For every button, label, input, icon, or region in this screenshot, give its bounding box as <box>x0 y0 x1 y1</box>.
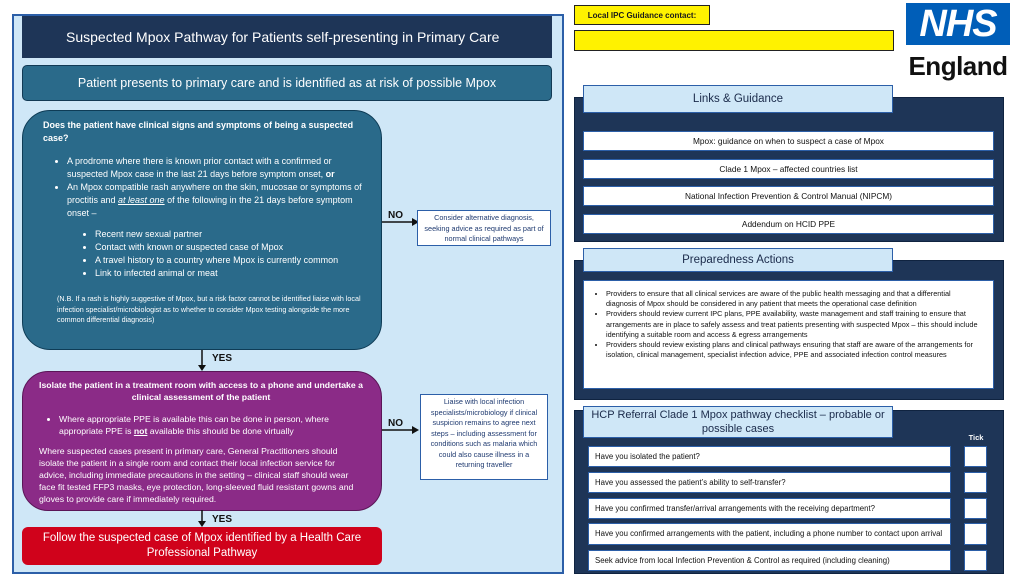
preparedness-body: Providers to ensure that all clinical se… <box>583 280 994 389</box>
criteria-rash: An Mpox compatible rash anywhere on the … <box>67 181 367 220</box>
ppe-item: Where appropriate PPE is available this … <box>59 413 363 437</box>
criteria-list: A prodrome where there is known prior co… <box>43 155 367 220</box>
risk-factor-list: Recent new sexual partner Contact with k… <box>43 228 367 280</box>
arrow-down-icon <box>198 350 206 371</box>
preparedness-list: Providers to ensure that all clinical se… <box>588 289 983 360</box>
checklist-item-self-transfer: Have you assessed the patient’s ability … <box>588 472 951 493</box>
no-label-1: NO <box>388 210 403 221</box>
ppe-text: Where appropriate PPE is available this … <box>59 414 329 436</box>
preparedness-item: Providers should review existing plans a… <box>606 340 983 360</box>
clinical-signs-question-box: Does the patient have clinical signs and… <box>22 110 382 350</box>
patient-presents-step: Patient presents to primary care and is … <box>22 65 552 101</box>
tick-column-label: Tick <box>968 433 984 442</box>
link-affected-countries[interactable]: Clade 1 Mpox – affected countries list <box>583 159 994 179</box>
nhs-logo-mark: NHS <box>906 3 1010 45</box>
rash-note: (N.B. If a rash is highly suggestive of … <box>57 294 361 324</box>
liaise-infection-specialists-box: Liaise with local infection specialists/… <box>420 394 548 480</box>
tick-box-self-transfer[interactable] <box>964 472 987 493</box>
checklist-item-transfer-arrangements: Have you confirmed transfer/arrival arra… <box>588 498 951 519</box>
isolate-paragraph: Where suspected cases present in primary… <box>39 446 354 504</box>
checklist-item-ipc-advice: Seek advice from local Infection Prevent… <box>588 550 951 571</box>
criteria-prodrome: A prodrome where there is known prior co… <box>67 155 367 181</box>
link-suspect-case[interactable]: Mpox: guidance on when to suspect a case… <box>583 131 994 151</box>
ppe-text-end: available this should be done virtually <box>147 426 294 436</box>
yes-label-2: YES <box>212 514 233 525</box>
page-title: Suspected Mpox Pathway for Patients self… <box>22 16 552 58</box>
links-heading: Links & Guidance <box>583 85 893 113</box>
tick-box-isolated[interactable] <box>964 446 987 467</box>
arrow-right-icon <box>382 218 419 226</box>
risk-factor-item: Contact with known or suspected case of … <box>95 241 367 254</box>
at-least-one-text: at least one <box>118 195 165 205</box>
nhs-england-logo: NHS England <box>906 3 1010 83</box>
yes-label-1: YES <box>212 353 233 364</box>
tick-box-ipc-advice[interactable] <box>964 550 987 571</box>
follow-hcp-pathway-box: Follow the suspected case of Mpox identi… <box>22 527 382 565</box>
criteria-prodrome-text: A prodrome where there is known prior co… <box>67 156 332 179</box>
ipc-contact-field[interactable] <box>574 30 894 51</box>
england-wordmark: England <box>908 51 1008 81</box>
criteria-rash-text-end: of the following in the 21 days before s… <box>67 195 353 218</box>
arrow-down-icon <box>198 510 206 527</box>
no-label-2: NO <box>388 418 403 429</box>
link-nipcm[interactable]: National Infection Prevention & Control … <box>583 186 994 206</box>
tick-box-patient-arrangements[interactable] <box>964 523 987 545</box>
risk-factor-item: A travel history to a country where Mpox… <box>95 254 367 267</box>
link-hcid-ppe[interactable]: Addendum on HCID PPE <box>583 214 994 234</box>
risk-factor-item: Link to infected animal or meat <box>95 267 367 280</box>
checklist-item-isolated: Have you isolated the patient? <box>588 446 951 467</box>
question-heading: Does the patient have clinical signs and… <box>43 120 354 143</box>
preparedness-heading: Preparedness Actions <box>583 248 893 272</box>
tick-box-transfer-arrangements[interactable] <box>964 498 987 519</box>
isolate-patient-box: Isolate the patient in a treatment room … <box>22 371 382 511</box>
ppe-list: Where appropriate PPE is available this … <box>39 413 363 437</box>
not-text: not <box>133 426 148 436</box>
criteria-rash-text: An Mpox compatible rash anywhere on the … <box>67 182 362 205</box>
preparedness-item: Providers to ensure that all clinical se… <box>606 289 983 309</box>
ipc-contact-label: Local IPC Guidance contact: <box>574 5 710 25</box>
isolate-heading: Isolate the patient in a treatment room … <box>39 380 363 402</box>
preparedness-item: Providers should review current IPC plan… <box>606 309 983 340</box>
risk-factor-item: Recent new sexual partner <box>95 228 367 241</box>
checklist-heading: HCP Referral Clade 1 Mpox pathway checkl… <box>583 406 893 438</box>
or-text: or <box>325 169 335 179</box>
arrow-right-icon <box>382 426 419 434</box>
alternative-diagnosis-box: Consider alternative diagnosis, seeking … <box>417 210 551 246</box>
checklist-item-patient-arrangements: Have you confirmed arrangements with the… <box>588 523 951 545</box>
